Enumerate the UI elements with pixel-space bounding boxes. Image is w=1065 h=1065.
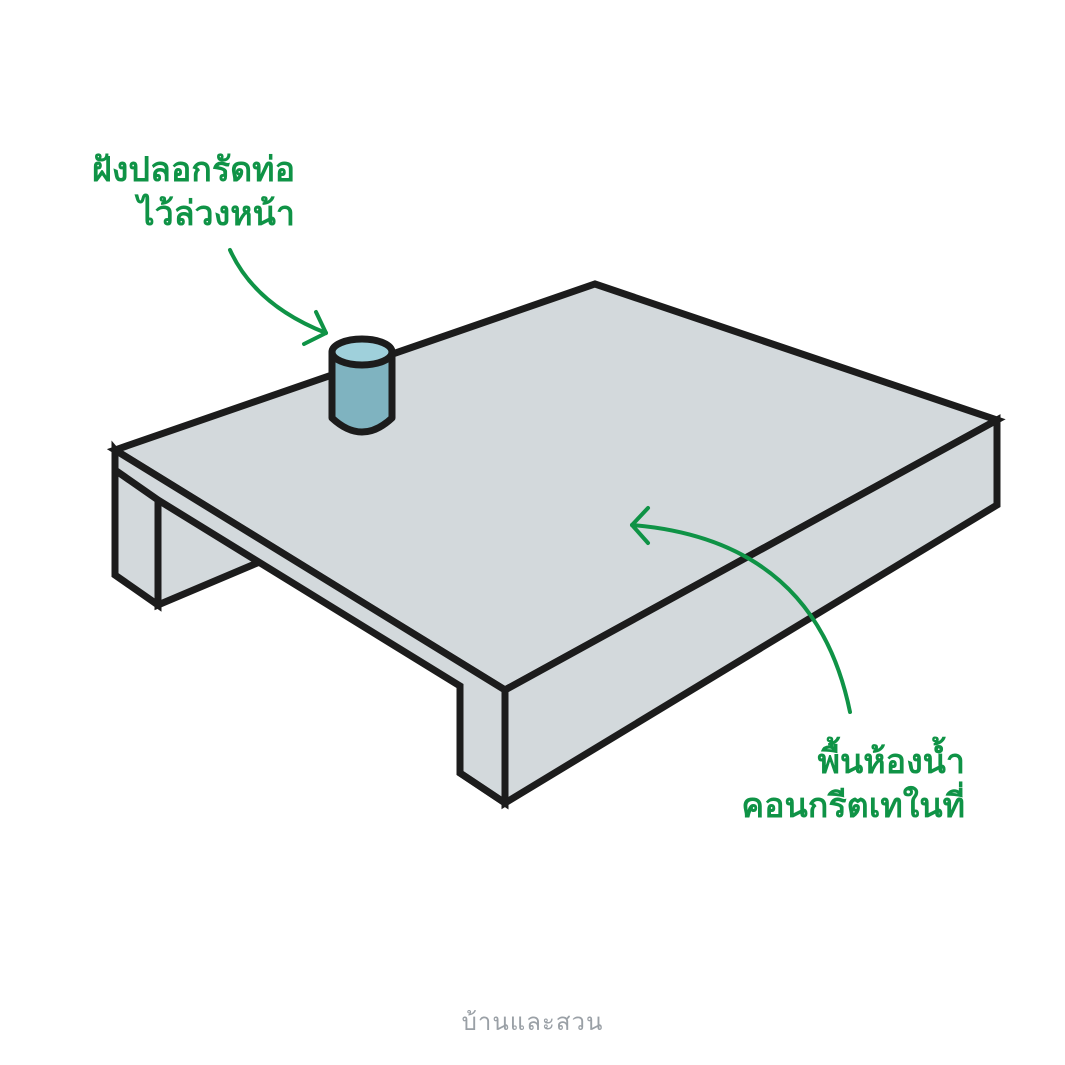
bathroom-floor-label-line1: พื้นห้องน้ำ [817, 742, 965, 782]
pipe-sleeve-label: ฝังปลอกรัดท่อ ไว้ล่วงหน้า [70, 148, 295, 236]
pipe-sleeve-label-line1: ฝังปลอกรัดท่อ [91, 150, 295, 190]
sleeve-curved-arrow-icon [228, 248, 328, 346]
front-support-leg [154, 500, 507, 806]
pipe-sleeve-icon [328, 335, 396, 436]
slab-top-surface [106, 280, 1006, 695]
floor-curved-arrow-icon [630, 506, 852, 714]
pipe-sleeve-label-line2: ไว้ล่วงหน้า [137, 194, 295, 234]
slab-front-right-face [501, 414, 1001, 810]
bathroom-floor-label-line2: คอนกรีตเทในที่ [741, 786, 965, 826]
brand-logo: บ้านและสวน [461, 1008, 604, 1036]
bathroom-floor-label: พื้นห้องน้ำ คอนกรีตเทในที่ [700, 740, 965, 828]
